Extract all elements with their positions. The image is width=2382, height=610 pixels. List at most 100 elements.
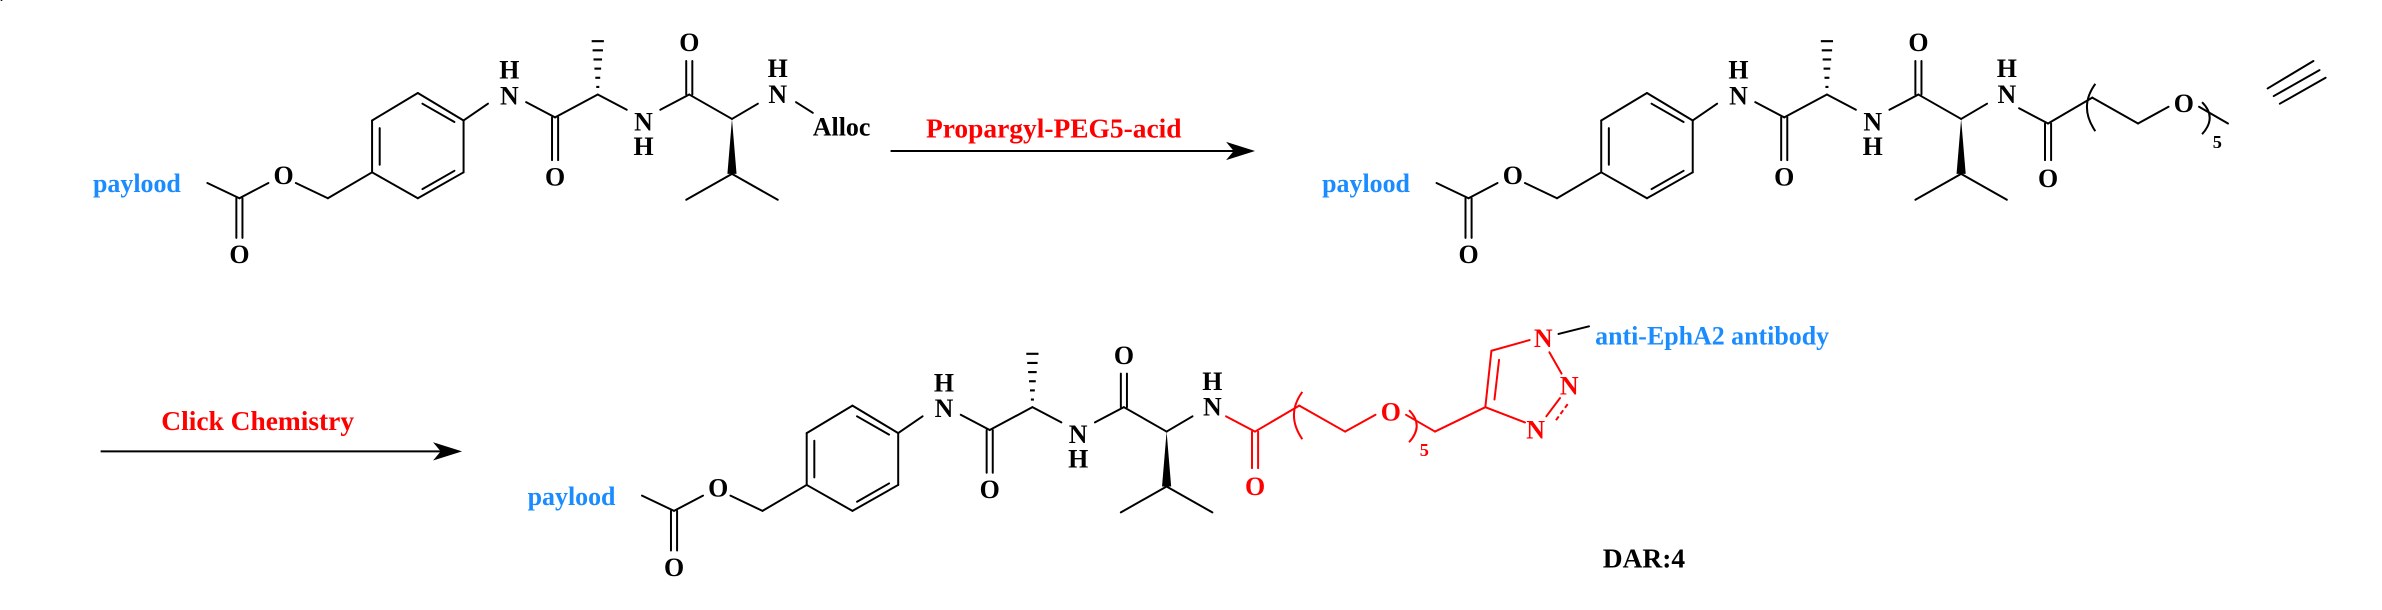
bond [1645, 171, 1694, 200]
bond [421, 169, 456, 191]
bond [1467, 182, 1499, 200]
alloc-label: Alloc [813, 113, 871, 142]
bond [2272, 69, 2321, 98]
nitrogen-atom-label: N [500, 82, 519, 111]
repeat-bracket-open [1292, 391, 1304, 440]
bond [1691, 102, 1719, 122]
bond [1914, 172, 1963, 201]
bond [1754, 101, 1786, 119]
bond [371, 92, 419, 122]
oxygen-atom-label: O [664, 553, 684, 582]
oxygen-atom-label: O [679, 28, 699, 57]
bond [730, 172, 779, 201]
bond [1548, 351, 1563, 375]
oxygen-atom-label: O [1381, 397, 1401, 426]
bond [1165, 485, 1214, 514]
bond [238, 182, 270, 200]
bond [897, 415, 924, 435]
bond [206, 182, 241, 200]
nitrogen-atom-label: N [1863, 108, 1882, 137]
bond [1405, 413, 1436, 433]
oxygen-atom-label: O [1245, 472, 1265, 501]
bond [1888, 93, 1920, 111]
bond [1650, 169, 1685, 191]
oxygen-atom-label: O [1503, 161, 1523, 190]
hydrogen-atom-label: H [1997, 54, 2017, 83]
bond [596, 93, 628, 111]
bond [1650, 102, 1685, 123]
reagent-step2-label: Click Chemistry [161, 406, 354, 436]
bond [1484, 349, 1493, 409]
oxygen-atom-label: O [2174, 89, 2194, 118]
bond [1119, 485, 1168, 514]
bond [1490, 339, 1531, 352]
bond [1493, 358, 1501, 401]
wedge-bond [727, 118, 737, 174]
bond [2278, 76, 2327, 105]
hydrogen-atom-label: H [1202, 367, 1222, 396]
bond [730, 102, 759, 120]
bond [641, 494, 676, 512]
bond [729, 494, 764, 512]
reagent-step1-label: Propargyl-PEG5-acid [926, 113, 1182, 143]
bond [1484, 406, 1526, 424]
bond [856, 482, 891, 503]
bond [1554, 403, 1569, 422]
bond [294, 182, 329, 200]
bond [659, 93, 691, 111]
hydrogen-atom-label: H [768, 54, 788, 83]
bond [1298, 404, 1347, 433]
arrow-head [433, 442, 463, 461]
bond [1917, 93, 1963, 120]
hydrogen-atom-label: H [934, 368, 954, 397]
bond [805, 404, 854, 435]
bond [1960, 172, 2008, 201]
bond [2137, 105, 2170, 125]
bond [1434, 406, 1487, 433]
hydrogen-atom-label: H [499, 56, 519, 85]
bond [1165, 415, 1194, 433]
bond [673, 494, 704, 512]
bond [1093, 406, 1125, 424]
oxygen-atom-label: O [1114, 341, 1134, 370]
bond [554, 93, 599, 119]
bond [416, 92, 465, 122]
triazole-nitrogen-label: N [1526, 416, 1545, 445]
nitrogen-atom-label: N [1729, 82, 1748, 111]
bond [2266, 60, 2315, 90]
bond [462, 102, 489, 122]
reaction-arrow-step2: Click Chemistry [100, 406, 463, 461]
bond [2091, 96, 2140, 125]
bond [1031, 406, 1063, 424]
bond [1435, 182, 1470, 200]
wedge-bond [1956, 118, 1966, 174]
oxygen-atom-label: O [2038, 164, 2058, 193]
nitrogen-atom-label: N [1203, 393, 1222, 422]
bond [1825, 93, 1857, 111]
bond [326, 171, 374, 200]
bond [851, 483, 900, 512]
bond [2198, 105, 2229, 125]
hydrogen-atom-label: H [633, 132, 653, 161]
bond [856, 415, 891, 436]
bond [1344, 413, 1377, 433]
bond [988, 406, 1034, 432]
bond [685, 172, 733, 201]
arrow-head [1226, 141, 1256, 161]
oxygen-atom-label: O [545, 162, 565, 191]
bond [416, 171, 465, 200]
bond [1523, 182, 1558, 200]
payload-label: paylood [528, 482, 616, 511]
hydrogen-atom-label: H [1863, 132, 1883, 161]
bond [1600, 171, 1648, 200]
oxygen-atom-label: O [274, 161, 294, 190]
triazole-nitrogen-label: N [1534, 324, 1553, 353]
nitrogen-atom-label: N [935, 394, 954, 423]
oxygen-atom-label: O [229, 240, 249, 269]
bond [2047, 96, 2094, 125]
oxygen-atom-label: O [1458, 240, 1478, 269]
repeat-bracket-close [1408, 409, 1418, 443]
